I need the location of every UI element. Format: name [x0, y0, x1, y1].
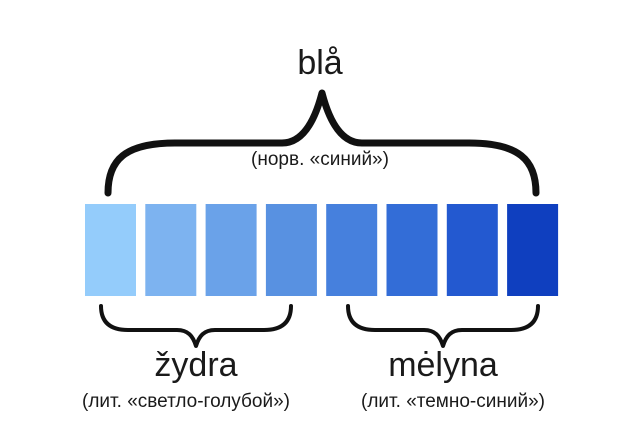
color-swatch-6 [386, 204, 438, 296]
left-brace [99, 304, 293, 348]
top-term-label: blå [297, 44, 343, 82]
top-brace [104, 89, 540, 197]
color-swatch-2 [145, 204, 197, 296]
left-term-label: žydra [154, 346, 238, 384]
color-swatch-1 [85, 204, 136, 296]
right-term-gloss: (лит. «темно-синий») [361, 391, 545, 412]
color-swatch-8 [507, 204, 559, 296]
right-brace [346, 304, 540, 348]
right-term-label: mėlyna [388, 346, 498, 384]
top-term-gloss: (норв. «синий») [251, 149, 389, 170]
color-swatch-3 [205, 204, 257, 296]
left-term-gloss: (лит. «светло-голубой») [82, 391, 290, 412]
color-swatch-4 [265, 204, 317, 296]
color-swatch-7 [446, 204, 498, 296]
swatch-row [85, 204, 559, 296]
color-swatch-5 [326, 204, 378, 296]
